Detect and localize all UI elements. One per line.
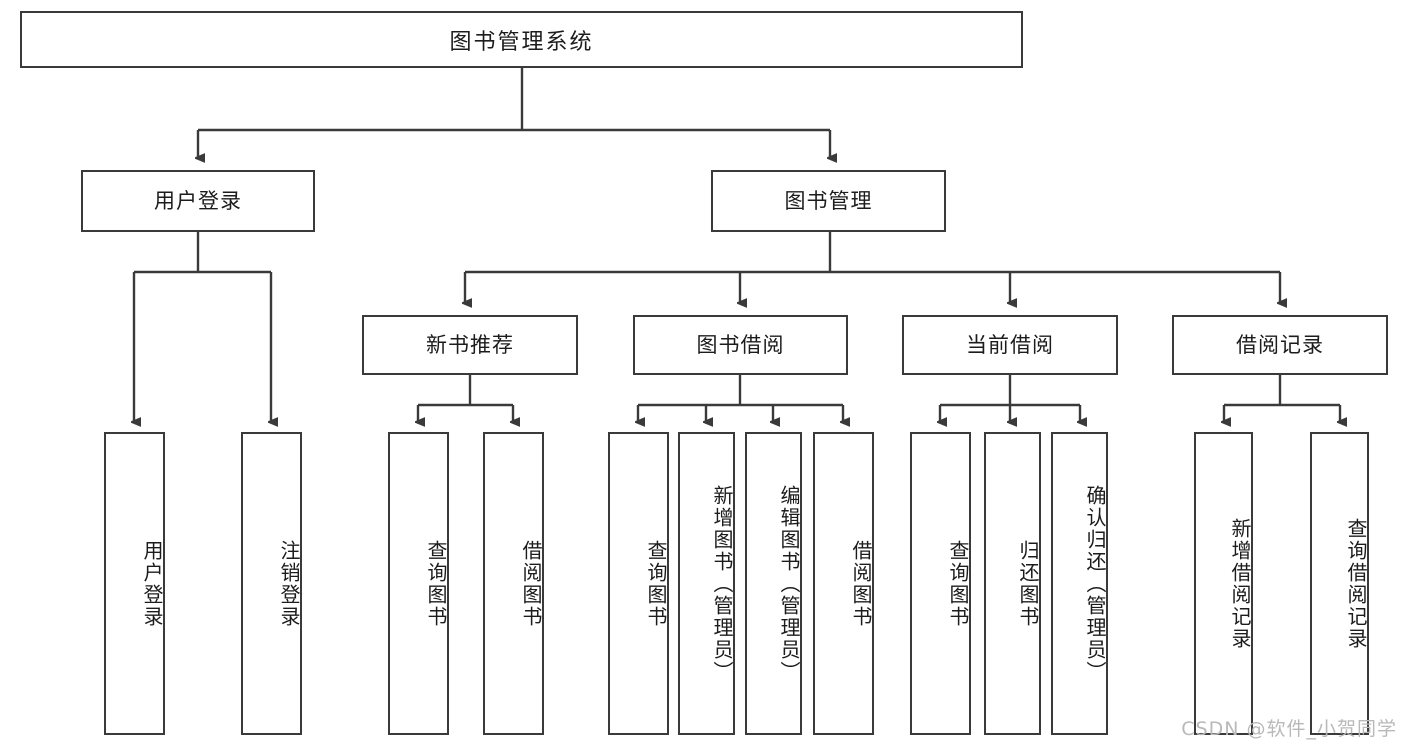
- node-leaf-query-record-label: 查询借阅记录: [1344, 517, 1368, 650]
- node-leaf-user-login-label: 用户登录: [140, 539, 164, 628]
- node-new-book-rec[interactable]: 新书推荐: [362, 315, 578, 375]
- node-leaf-return-book-label: 归还图书: [1016, 539, 1040, 628]
- node-leaf-query-book-3[interactable]: 查询图书: [910, 432, 971, 735]
- node-leaf-query-book-1[interactable]: 查询图书: [388, 432, 449, 735]
- node-leaf-logout[interactable]: 注销登录: [241, 432, 302, 735]
- node-leaf-user-login[interactable]: 用户登录: [104, 432, 165, 735]
- node-book-manage-label: 图书管理: [784, 188, 873, 213]
- node-leaf-logout-label: 注销登录: [277, 539, 301, 628]
- node-leaf-borrow-book-2-label: 借阅图书: [849, 539, 873, 628]
- node-leaf-query-book-2-label: 查询图书: [644, 539, 668, 628]
- node-book-manage[interactable]: 图书管理: [711, 170, 946, 232]
- node-leaf-query-record[interactable]: 查询借阅记录: [1310, 432, 1369, 735]
- node-current-borrow[interactable]: 当前借阅: [902, 315, 1118, 375]
- node-new-book-rec-label: 新书推荐: [426, 332, 514, 357]
- node-leaf-query-book-2[interactable]: 查询图书: [608, 432, 669, 735]
- node-root-label: 图书管理系统: [449, 29, 594, 55]
- node-leaf-borrow-book-2[interactable]: 借阅图书: [813, 432, 874, 735]
- node-leaf-confirm-return[interactable]: 确认归还（管理员）: [1051, 432, 1108, 735]
- node-leaf-return-book[interactable]: 归还图书: [984, 432, 1041, 735]
- node-leaf-borrow-book-1[interactable]: 借阅图书: [483, 432, 544, 735]
- node-leaf-query-book-3-label: 查询图书: [946, 539, 970, 628]
- node-leaf-query-book-1-label: 查询图书: [424, 539, 448, 628]
- node-root[interactable]: 图书管理系统: [20, 11, 1023, 68]
- node-user-login[interactable]: 用户登录: [81, 170, 315, 232]
- node-leaf-add-book-label: 新增图书（管理员）: [710, 484, 734, 683]
- node-book-borrow-label: 图书借阅: [696, 332, 785, 357]
- node-leaf-borrow-book-1-label: 借阅图书: [519, 539, 543, 628]
- node-leaf-add-book[interactable]: 新增图书（管理员）: [678, 432, 735, 735]
- node-borrow-record-label: 借阅记录: [1236, 332, 1324, 357]
- node-current-borrow-label: 当前借阅: [966, 332, 1054, 357]
- watermark-text: CSDN @软件_小贺同学: [1181, 718, 1397, 740]
- node-leaf-add-record[interactable]: 新增借阅记录: [1194, 432, 1253, 735]
- node-borrow-record[interactable]: 借阅记录: [1172, 315, 1388, 375]
- node-leaf-edit-book-label: 编辑图书（管理员）: [777, 484, 801, 683]
- node-leaf-add-record-label: 新增借阅记录: [1228, 517, 1252, 650]
- node-leaf-edit-book[interactable]: 编辑图书（管理员）: [745, 432, 802, 735]
- node-user-login-label: 用户登录: [154, 188, 242, 213]
- node-leaf-confirm-return-label: 确认归还（管理员）: [1083, 484, 1107, 683]
- node-book-borrow[interactable]: 图书借阅: [633, 315, 848, 375]
